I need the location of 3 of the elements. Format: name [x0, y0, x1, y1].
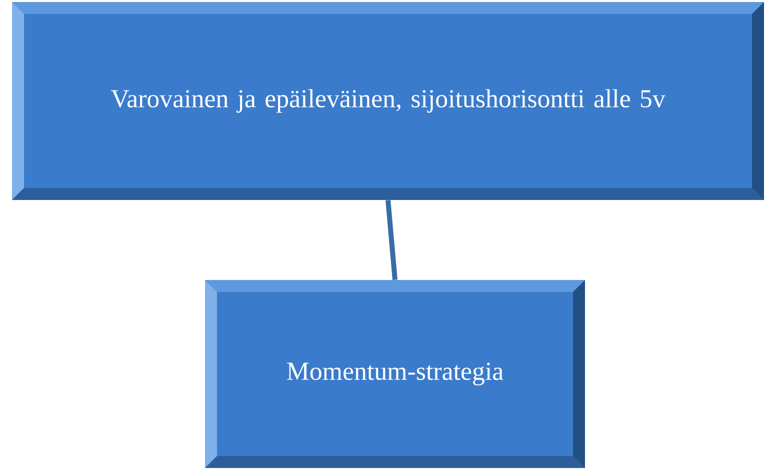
process-box: Varovainen ja epäileväinen, sijoitushorisontti alle 5v: [12, 2, 764, 200]
connector-line: [386, 200, 398, 280]
process-box: Momentum-strategia: [205, 280, 585, 468]
